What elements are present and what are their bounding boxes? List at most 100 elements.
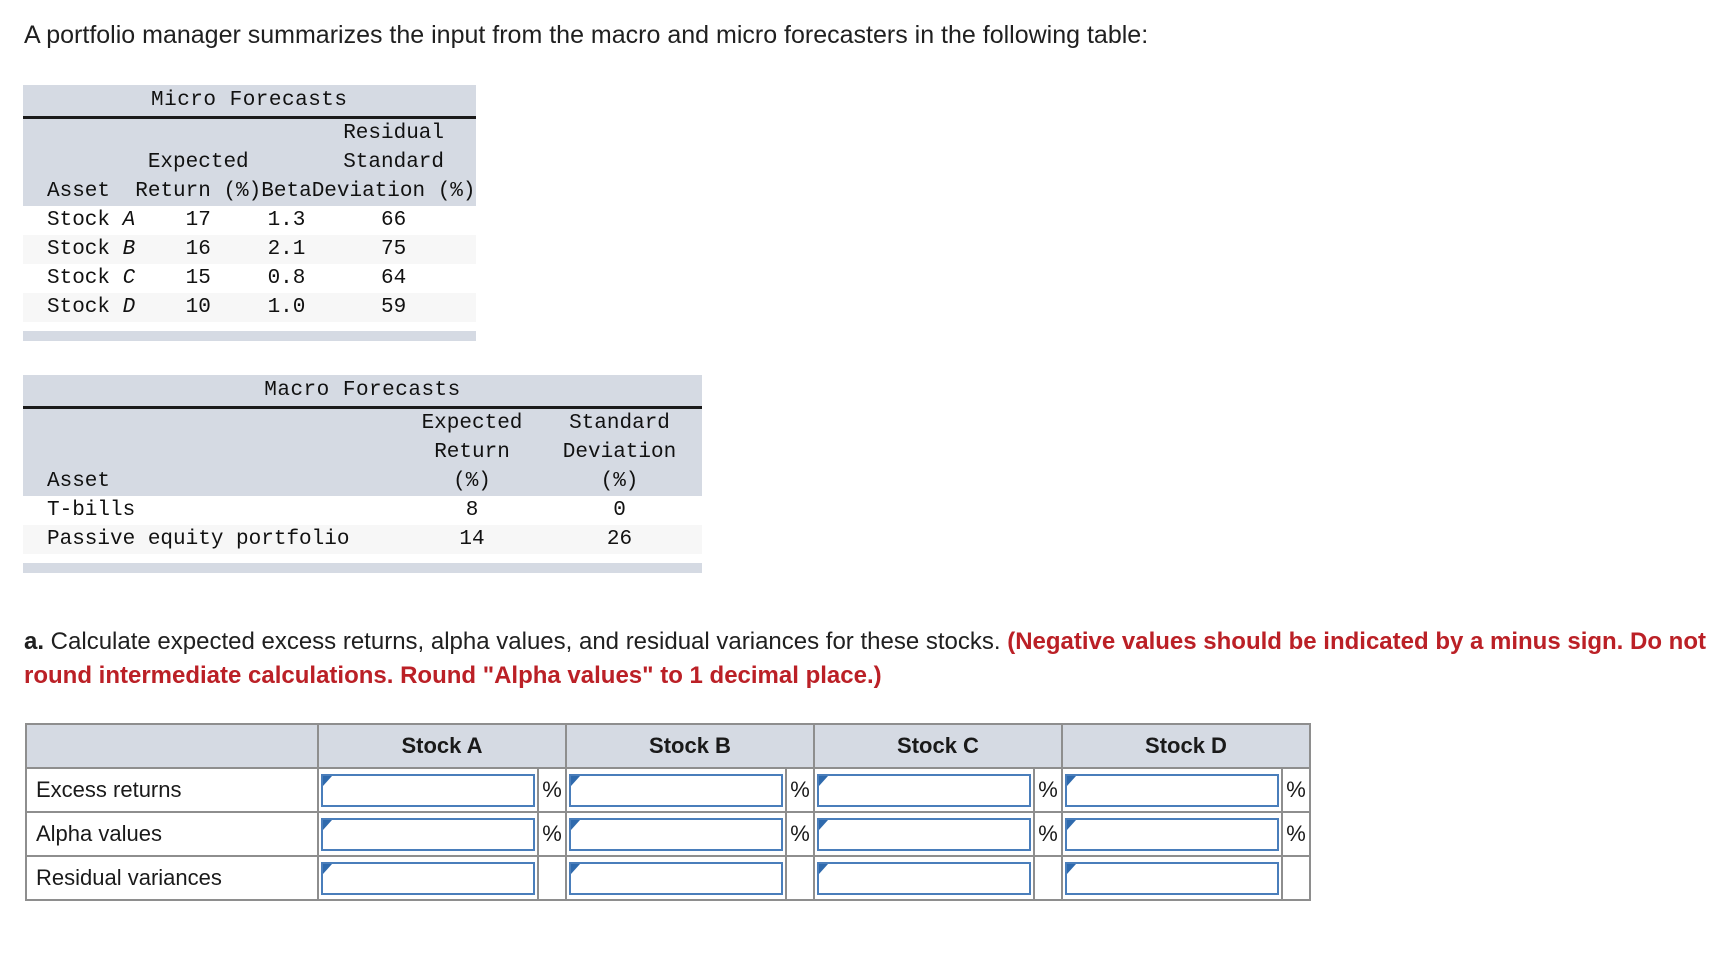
input-excess-returns-stock-d[interactable] — [1065, 773, 1279, 807]
answer-row-label: Alpha values — [25, 811, 319, 857]
macro-row-asset: Passive equity portfolio — [23, 525, 407, 554]
answer-cell-excess-returns-stock-a[interactable] — [317, 767, 539, 813]
micro-header-beta: Beta — [261, 177, 312, 206]
answer-cell-residual-variances-stock-d[interactable] — [1061, 855, 1283, 901]
macro-header-return-line1: Expected — [407, 407, 537, 438]
answer-cell-residual-variances-stock-a[interactable] — [317, 855, 539, 901]
micro-asset-letter: D — [122, 296, 136, 319]
micro-row-beta: 1.3 — [267, 209, 306, 232]
micro-row-asset: Stock A — [23, 206, 135, 235]
micro-header-return-line2: Return (%) — [135, 177, 262, 206]
macro-header-stddev-line3: (%) — [537, 467, 702, 496]
answer-table-col-header-stock-c: Stock C — [813, 723, 1063, 769]
macro-row-t-bills: T-bills 8 0 — [23, 496, 702, 525]
micro-row-stock-c: Stock C 15 0.8 64 — [23, 264, 476, 293]
micro-asset-prefix: Stock — [47, 209, 123, 232]
unit-residual-variances-stock-b — [785, 855, 815, 901]
micro-row-expected-return: 16 — [135, 235, 262, 264]
unit-residual-variances-stock-d — [1281, 855, 1311, 901]
macro-header-asset-spacer2 — [23, 438, 407, 467]
micro-row-asset: Stock D — [23, 293, 136, 322]
unit-alpha-values-stock-b: % — [785, 811, 815, 857]
micro-header-beta-spacer2 — [261, 148, 312, 177]
macro-row-expected-return: 14 — [407, 525, 537, 554]
answer-cell-excess-returns-stock-d[interactable] — [1061, 767, 1283, 813]
micro-asset-prefix: Stock — [47, 238, 123, 261]
micro-title-row: Micro Forecasts — [23, 85, 476, 119]
input-excess-returns-stock-a[interactable] — [321, 773, 535, 807]
micro-row-residual-sd: 59 — [311, 293, 476, 322]
macro-header-line3: Asset (%) (%) — [23, 467, 702, 496]
macro-row-expected-return: 8 — [465, 499, 479, 522]
micro-row-asset: Stock C — [23, 264, 135, 293]
micro-table-gap — [23, 322, 476, 331]
micro-table-footer-bar — [23, 331, 476, 341]
micro-row-stock-d: Stock D 10 1.0 59 — [23, 293, 476, 322]
micro-header-asset-spacer2 — [23, 148, 136, 177]
micro-asset-letter: B — [122, 238, 136, 261]
macro-row-std-dev: 0 — [613, 499, 626, 522]
macro-row-asset: T-bills — [47, 499, 136, 522]
input-residual-variances-stock-d[interactable] — [1065, 861, 1279, 895]
answer-cell-alpha-values-stock-a[interactable] — [317, 811, 539, 857]
micro-row-residual-sd: 66 — [380, 209, 407, 232]
answer-row-label: Residual variances — [25, 855, 319, 901]
macro-title-row: Macro Forecasts — [23, 375, 702, 409]
question-instruction: (Negative values should be indicated by … — [24, 628, 1706, 689]
micro-forecasts-table: Micro Forecasts Residual Expected Standa… — [23, 85, 476, 341]
answer-table-corner-header — [25, 723, 319, 769]
macro-header-line2: Return Deviation — [23, 438, 702, 467]
answer-table-col-header-stock-a: Stock A — [317, 723, 567, 769]
micro-row-stock-a: Stock A 17 1.3 66 — [23, 206, 476, 235]
answer-cell-alpha-values-stock-d[interactable] — [1061, 811, 1283, 857]
macro-header-asset: Asset — [23, 467, 407, 496]
input-alpha-values-stock-c[interactable] — [817, 817, 1031, 851]
macro-header-asset-spacer — [23, 407, 407, 438]
unit-excess-returns-stock-a: % — [537, 767, 567, 813]
input-excess-returns-stock-b[interactable] — [569, 773, 783, 807]
micro-row-expected-return: 15 — [185, 267, 211, 290]
input-alpha-values-stock-a[interactable] — [321, 817, 535, 851]
answer-cell-residual-variances-stock-c[interactable] — [813, 855, 1035, 901]
micro-header-line1: Residual — [23, 117, 476, 148]
answer-cell-excess-returns-stock-b[interactable] — [565, 767, 787, 813]
macro-row-passive-equity-portfolio: Passive equity portfolio 14 26 — [23, 525, 702, 554]
micro-header-asset-spacer — [23, 117, 136, 148]
micro-row-beta: 2.1 — [261, 235, 312, 264]
question-label: a. — [24, 628, 45, 655]
answer-row-alpha-values: Alpha values % % % % — [25, 811, 1311, 857]
micro-row-residual-sd: 64 — [380, 267, 407, 290]
input-excess-returns-stock-c[interactable] — [817, 773, 1031, 807]
unit-residual-variances-stock-a — [537, 855, 567, 901]
micro-row-stock-b: Stock B 16 2.1 75 — [23, 235, 476, 264]
micro-header-residual-line3: Deviation (%) — [311, 177, 476, 206]
micro-header-return-spacer — [135, 117, 262, 148]
input-alpha-values-stock-d[interactable] — [1065, 817, 1279, 851]
micro-row-expected-return: 17 — [185, 209, 211, 232]
answer-cell-alpha-values-stock-b[interactable] — [565, 811, 787, 857]
input-residual-variances-stock-a[interactable] — [321, 861, 535, 895]
macro-table-footer-bar — [23, 563, 702, 573]
micro-asset-letter: C — [122, 267, 136, 290]
intro-paragraph: A portfolio manager summarizes the input… — [24, 21, 1149, 49]
micro-asset-letter: A — [122, 209, 136, 232]
micro-header-return-line1: Expected — [135, 148, 262, 177]
answer-row-label: Excess returns — [25, 767, 319, 813]
question-prompt: a. Calculate expected excess returns, al… — [24, 625, 1714, 693]
unit-alpha-values-stock-a: % — [537, 811, 567, 857]
input-residual-variances-stock-c[interactable] — [817, 861, 1031, 895]
macro-table-title: Macro Forecasts — [23, 375, 702, 409]
unit-excess-returns-stock-d: % — [1281, 767, 1311, 813]
micro-asset-prefix: Stock — [47, 296, 123, 319]
macro-header-return-line2: Return — [407, 438, 537, 467]
micro-row-beta: 0.8 — [267, 267, 306, 290]
micro-header-residual-line1: Residual — [311, 117, 476, 148]
macro-forecasts-table: Macro Forecasts Expected Standard Return… — [23, 375, 702, 573]
answer-cell-excess-returns-stock-c[interactable] — [813, 767, 1035, 813]
input-alpha-values-stock-b[interactable] — [569, 817, 783, 851]
answer-cell-alpha-values-stock-c[interactable] — [813, 811, 1035, 857]
answer-cell-residual-variances-stock-b[interactable] — [565, 855, 787, 901]
input-residual-variances-stock-b[interactable] — [569, 861, 783, 895]
macro-table-gap — [23, 554, 702, 563]
answer-table-col-header-stock-b: Stock B — [565, 723, 815, 769]
